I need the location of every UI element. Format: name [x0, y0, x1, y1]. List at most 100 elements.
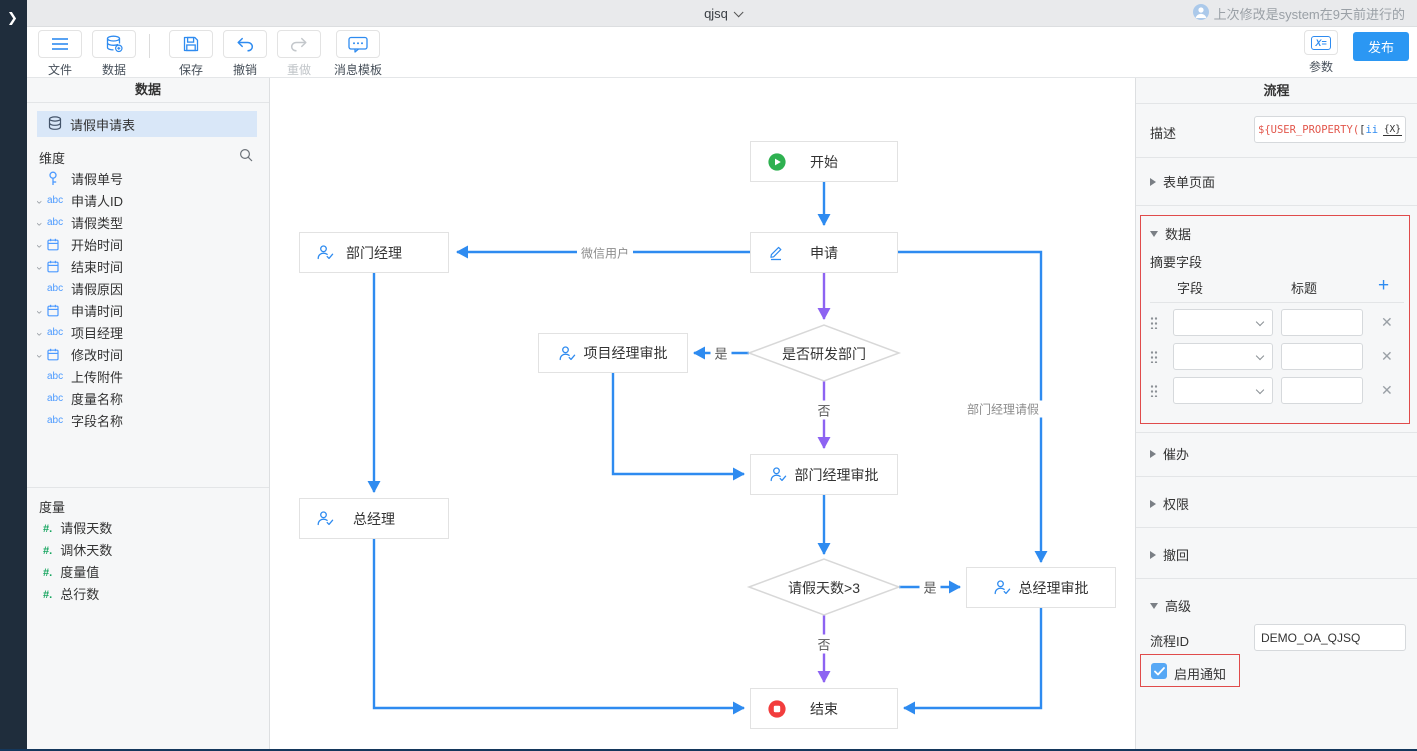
- node-general-manager[interactable]: 总经理: [299, 498, 449, 539]
- undo-button[interactable]: 撤销: [218, 30, 272, 78]
- data-button[interactable]: 数据: [87, 30, 141, 78]
- abc-icon: abc: [47, 370, 64, 382]
- field-label: 度量名称: [71, 391, 124, 407]
- dimension-field-item[interactable]: 请假单号: [27, 167, 269, 189]
- expand-chevron-icon[interactable]: ›: [33, 222, 45, 226]
- section-divider: [1136, 578, 1417, 579]
- expand-panel-icon[interactable]: ❯: [7, 10, 18, 25]
- dimension-field-item[interactable]: ›申请时间: [27, 299, 269, 321]
- remove-row-icon[interactable]: ✕: [1381, 382, 1393, 398]
- node-end[interactable]: 结束: [750, 688, 898, 729]
- redo-icon: [277, 30, 321, 58]
- edit-pencil-icon: [768, 233, 784, 272]
- expand-chevron-icon[interactable]: ›: [33, 266, 45, 270]
- edge-label-yes[interactable]: 是: [919, 577, 941, 597]
- description-input[interactable]: ${USER_PROPERTY([ii {X}: [1254, 116, 1406, 143]
- approver-person-icon: [994, 580, 1011, 595]
- section-divider: [1136, 205, 1417, 206]
- dimensions-title: 维度: [39, 151, 66, 166]
- file-button[interactable]: 文件: [33, 30, 87, 78]
- measure-field-item[interactable]: #.度量值: [27, 560, 269, 582]
- dimension-field-item[interactable]: ›结束时间: [27, 255, 269, 277]
- measure-field-item[interactable]: #. 调休天数: [27, 538, 269, 560]
- decision-leave-days-gt3[interactable]: 请假天数>3: [788, 580, 860, 596]
- dimension-field-item[interactable]: › 开始时间: [27, 233, 269, 255]
- title-input[interactable]: [1281, 377, 1363, 404]
- formula-icon[interactable]: {X}: [1382, 123, 1402, 136]
- remove-row-icon[interactable]: ✕: [1381, 348, 1393, 364]
- node-start[interactable]: 开始: [750, 141, 898, 182]
- node-project-manager-approval[interactable]: 项目经理审批: [538, 333, 688, 373]
- node-dept-manager-approval[interactable]: 部门经理审批: [750, 454, 898, 495]
- message-bubble-icon: [336, 30, 380, 58]
- drag-handle-icon[interactable]: [1150, 316, 1158, 329]
- field-label: 申请人ID: [71, 193, 124, 209]
- section-form-page[interactable]: 表单页面: [1150, 172, 1215, 191]
- section-data[interactable]: 数据: [1150, 224, 1191, 243]
- field-select[interactable]: [1173, 343, 1273, 370]
- process-panel: 流程 描述 ${USER_PROPERTY([ii {X} 表单页面 数据 摘要…: [1135, 78, 1417, 749]
- section-withdraw[interactable]: 撤回: [1150, 545, 1189, 564]
- redo-button[interactable]: 重做: [272, 30, 326, 78]
- add-summary-field-button[interactable]: +: [1378, 275, 1390, 296]
- section-advanced[interactable]: 高级: [1150, 596, 1191, 615]
- node-dept-manager[interactable]: 部门经理: [299, 232, 449, 273]
- edge-label-yes[interactable]: 是: [710, 343, 732, 363]
- field-label: 度量值: [60, 564, 100, 580]
- params-button[interactable]: X= 参数: [1301, 30, 1341, 75]
- expand-chevron-icon[interactable]: ›: [33, 310, 45, 314]
- publish-button[interactable]: 发布: [1352, 32, 1409, 61]
- document-title[interactable]: qjsq: [27, 0, 1417, 27]
- edge-label-no[interactable]: 否: [813, 634, 835, 654]
- field-label: 开始时间: [71, 237, 124, 253]
- measure-field-item[interactable]: #.总行数: [27, 582, 269, 604]
- dimension-field-item[interactable]: ›修改时间: [27, 343, 269, 365]
- expand-chevron-icon[interactable]: ›: [33, 200, 45, 204]
- drag-handle-icon[interactable]: [1150, 384, 1158, 397]
- column-field-label: 字段: [1177, 281, 1204, 296]
- decision-is-rd-dept[interactable]: 是否研发部门: [782, 346, 866, 362]
- dimension-field-item[interactable]: abc 上传附件: [27, 365, 269, 387]
- field-label: 调休天数: [60, 542, 113, 558]
- expand-chevron-icon[interactable]: ›: [33, 244, 45, 248]
- section-permission[interactable]: 权限: [1150, 494, 1189, 513]
- field-label: 上传附件: [71, 369, 124, 385]
- edge-label-dept-manager-leave[interactable]: 部门经理请假: [962, 400, 1044, 418]
- flow-canvas[interactable]: 开始 申请 部门经理 项目经理审批 是否研发部门 部门经理审批: [270, 78, 1135, 749]
- remove-row-icon[interactable]: ✕: [1381, 314, 1393, 330]
- message-template-button[interactable]: 消息模板: [326, 30, 390, 78]
- number-icon: #.: [43, 544, 53, 557]
- approver-person-icon: [559, 345, 576, 361]
- node-general-manager-approval[interactable]: 总经理审批: [966, 567, 1116, 608]
- top-header-bar: qjsq 上次修改是system在9天前进行的: [27, 0, 1417, 27]
- field-select[interactable]: [1173, 377, 1273, 404]
- save-button[interactable]: 保存: [164, 30, 218, 78]
- database-icon: [92, 30, 136, 58]
- enable-notification-checkbox[interactable]: [1151, 663, 1167, 679]
- node-apply[interactable]: 申请: [750, 232, 898, 273]
- expand-chevron-icon[interactable]: ›: [33, 332, 45, 336]
- title-input[interactable]: [1281, 309, 1363, 336]
- table-item-leave-application[interactable]: 请假申请表: [37, 111, 257, 137]
- section-urge[interactable]: 催办: [1150, 444, 1189, 463]
- toolbar-divider: [149, 34, 150, 58]
- panel-divider: [27, 487, 269, 488]
- drag-handle-icon[interactable]: [1150, 350, 1158, 363]
- process-id-input[interactable]: [1254, 624, 1406, 651]
- save-icon: [169, 30, 213, 58]
- edge-label-wechat-user[interactable]: 微信用户: [576, 244, 634, 262]
- field-select[interactable]: [1173, 309, 1273, 336]
- search-icon[interactable]: [239, 148, 253, 165]
- title-input[interactable]: [1281, 343, 1363, 370]
- measure-field-item[interactable]: #.请假天数: [27, 516, 269, 538]
- expand-chevron-icon[interactable]: ›: [33, 354, 45, 358]
- edge-label-no[interactable]: 否: [813, 400, 835, 420]
